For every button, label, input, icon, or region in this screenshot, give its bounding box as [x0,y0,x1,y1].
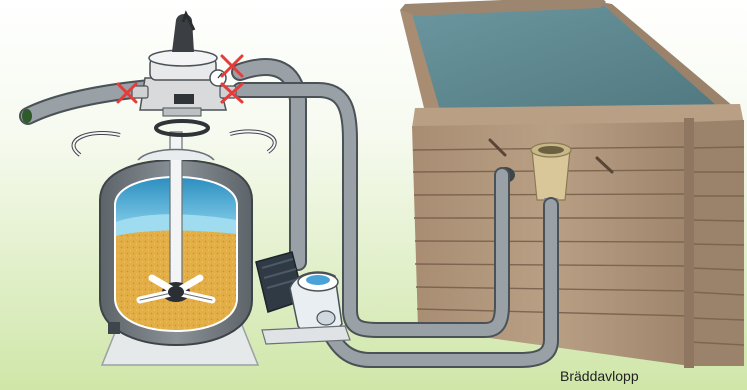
pool-side-wall [690,120,744,366]
pool-skimmer [531,143,571,206]
pool-corner-post [684,118,694,368]
tank-drain-plug [108,322,120,334]
overflow-drain-label: Bräddavlopp [560,368,639,384]
